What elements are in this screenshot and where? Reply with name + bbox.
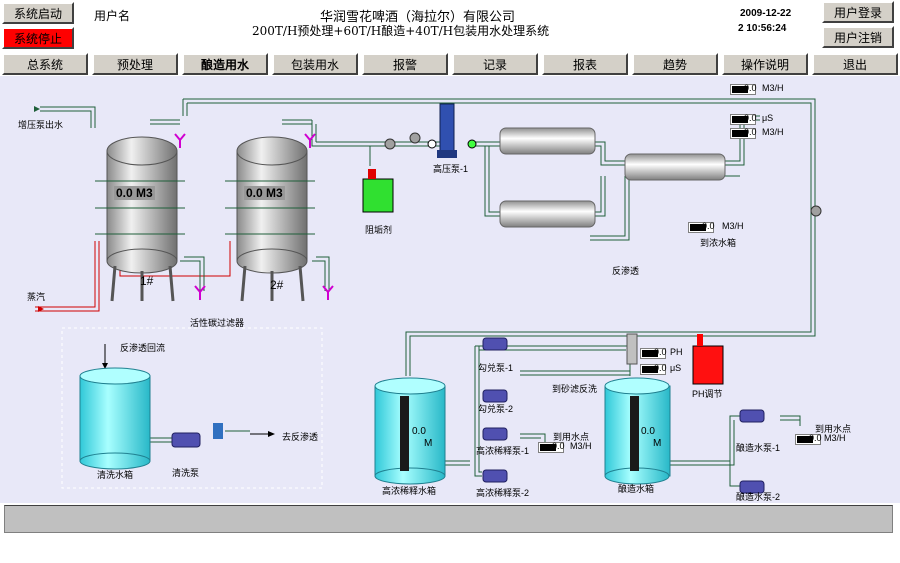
carbon-filter-label: 活性碳过滤器 bbox=[190, 318, 245, 328]
nav-packaging-water[interactable]: 包装用水 bbox=[272, 53, 358, 75]
nav-record[interactable]: 记录 bbox=[452, 53, 538, 75]
conc-flow-unit: M3/H bbox=[722, 221, 744, 231]
ro-membrane-3 bbox=[624, 153, 726, 181]
nav-instructions[interactable]: 操作说明 bbox=[722, 53, 808, 75]
status-bar bbox=[4, 505, 893, 533]
nav-pretreatment[interactable]: 预处理 bbox=[92, 53, 178, 75]
ro-label: 反渗透 bbox=[612, 266, 640, 276]
system-subtitle: 200T/H预处理+60T/H酿造+40T/H包装用水处理系统 bbox=[252, 24, 550, 38]
use2-meter bbox=[795, 434, 821, 445]
time-display: 2 10:56:24 bbox=[738, 23, 787, 34]
hc-pump2-label: 高浓稀释泵-2 bbox=[476, 488, 530, 498]
pipe-network bbox=[34, 98, 822, 494]
ph-meter bbox=[640, 348, 666, 359]
tank2-level: 0.0 M3 bbox=[244, 186, 285, 200]
mix-pump2-label: 勾兑泵-2 bbox=[478, 404, 514, 414]
tank2-label: 2# bbox=[270, 278, 284, 292]
flow-top-meter bbox=[730, 84, 756, 95]
user-logout-button[interactable]: 用户注销 bbox=[822, 26, 894, 48]
cond-value: 0.0 bbox=[744, 113, 757, 123]
ph-tank bbox=[692, 345, 724, 385]
flow2-value: 0.0 bbox=[744, 127, 757, 137]
cond2-meter bbox=[640, 364, 666, 375]
brew-pump2-label: 酿造水泵-2 bbox=[736, 492, 781, 502]
ro-membrane-2 bbox=[499, 200, 596, 228]
tank1-label: 1# bbox=[140, 274, 154, 288]
use1-value: 0.0 bbox=[552, 441, 565, 451]
dilute-tank-value: 0.0 bbox=[412, 426, 426, 437]
clean-tank-label: 清洗水箱 bbox=[97, 470, 134, 480]
use2-value: 0.0 bbox=[809, 433, 822, 443]
cond2-unit: μS bbox=[670, 363, 682, 373]
use1-meter bbox=[538, 442, 564, 453]
antiscalant-tank bbox=[362, 178, 394, 213]
nav-bar: 总系统 预处理 酿造用水 包装用水 报警 记录 报表 趋势 操作说明 退出 bbox=[0, 52, 900, 76]
to-use1-label: 到用水点 bbox=[553, 432, 590, 442]
company-title: 华润雪花啤酒（海拉尔）有限公司 bbox=[320, 10, 516, 25]
steam-label: 蒸汽 bbox=[27, 292, 46, 302]
hc-pump1-label: 高浓稀释泵-1 bbox=[476, 446, 530, 456]
clean-out-label: 去反渗透 bbox=[282, 432, 319, 442]
clean-pump-label: 清洗泵 bbox=[172, 468, 200, 478]
flow2-meter bbox=[730, 128, 756, 139]
conc-tank-label: 到浓水箱 bbox=[700, 238, 737, 248]
nav-alarm[interactable]: 报警 bbox=[362, 53, 448, 75]
user-name-label: 用户名 bbox=[94, 9, 131, 23]
date-display: 2009-12-22 bbox=[740, 8, 792, 19]
carbon-filter-2 bbox=[225, 136, 315, 302]
hp-pump bbox=[439, 103, 455, 155]
cond-meter bbox=[730, 114, 756, 125]
ph-value: 0.0 bbox=[654, 347, 667, 357]
brew-pump1-label: 酿造水泵-1 bbox=[736, 443, 781, 453]
brew-tank-value: 0.0 bbox=[641, 426, 655, 437]
nav-brewing-water[interactable]: 酿造用水 bbox=[182, 53, 268, 75]
carbon-filter-1 bbox=[95, 136, 185, 302]
nav-exit[interactable]: 退出 bbox=[812, 53, 898, 75]
brew-tank-unit: M bbox=[653, 438, 662, 449]
ro-membrane-1 bbox=[499, 127, 596, 155]
brew-tank-label: 酿造水箱 bbox=[618, 484, 655, 494]
sand-label: 到砂滤反洗 bbox=[552, 384, 598, 394]
cleaning-tank bbox=[79, 375, 151, 462]
ph-unit: PH bbox=[670, 347, 683, 357]
nav-report[interactable]: 报表 bbox=[542, 53, 628, 75]
clean-in-label: 反渗透回流 bbox=[120, 343, 166, 353]
flow-top-value: 0.0 bbox=[744, 83, 757, 93]
tank1-level: 0.0 M3 bbox=[114, 186, 155, 200]
flow-top-unit: M3/H bbox=[762, 83, 784, 93]
antiscalant-label: 阻垢剂 bbox=[365, 225, 393, 235]
use1-unit: M3/H bbox=[570, 441, 592, 451]
nav-trend[interactable]: 趋势 bbox=[632, 53, 718, 75]
dilute-tank-label: 高浓稀释水箱 bbox=[382, 486, 437, 496]
inlet-label: 增压泵出水 bbox=[18, 120, 64, 130]
ph-adjust-label: PH调节 bbox=[692, 389, 723, 399]
cond2-value: 0.0 bbox=[654, 363, 667, 373]
nav-overview[interactable]: 总系统 bbox=[2, 53, 88, 75]
header: 系统启动 系统停止 用户名 华润雪花啤酒（海拉尔）有限公司 200T/H预处理+… bbox=[0, 0, 900, 52]
process-diagram: 增压泵出水 蒸汽 0.0 M3 0.0 M3 1# 2# 活性碳过滤器 阻垢剂 … bbox=[0, 76, 900, 503]
dilution-tank bbox=[374, 385, 446, 477]
conc-flow-value: 0.0 bbox=[702, 221, 715, 231]
system-start-button[interactable]: 系统启动 bbox=[2, 2, 74, 24]
hp-pump-label: 高压泵-1 bbox=[433, 164, 469, 174]
flow2-unit: M3/H bbox=[762, 127, 784, 137]
dilute-tank-unit: M bbox=[424, 438, 433, 449]
to-use2-label: 到用水点 bbox=[815, 424, 852, 434]
mix-pump1-label: 勾兑泵-1 bbox=[478, 363, 514, 373]
user-login-button[interactable]: 用户登录 bbox=[822, 1, 894, 23]
cond-unit: μS bbox=[762, 113, 774, 123]
conc-flow-meter bbox=[688, 222, 714, 233]
system-stop-button[interactable]: 系统停止 bbox=[2, 27, 74, 49]
use2-unit: M3/H bbox=[824, 433, 846, 443]
